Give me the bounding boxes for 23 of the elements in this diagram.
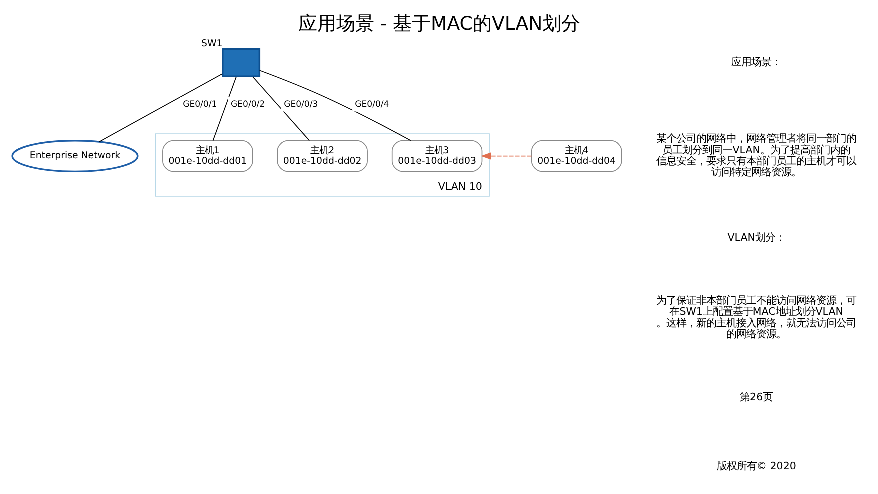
node-ellipse: Enterprise Network: [11, 140, 138, 173]
label: 某个公司的网络中，网络管理者将同一部门的员工划分到同一VLAN。为了提高部门内的信息安全，要求只有本部门员工的主机才可以访问特定网络资源。: [656, 133, 856, 179]
node-box: 主机4 001e-10dd-dd04: [530, 140, 622, 172]
label: 应用场景：: [731, 56, 782, 69]
connector: [212, 76, 236, 142]
node-box: 主机2 001e-10dd-dd02: [276, 140, 368, 172]
connector: [252, 76, 310, 142]
edge-label: GE0/0/4: [354, 100, 389, 110]
node-box: 主机3 001e-10dd-dd03: [391, 140, 482, 172]
label: 第26页: [740, 391, 773, 404]
node-label: SW1: [201, 38, 222, 50]
diagram-title: 应用场景 - 基于MAC的VLAN划分: [298, 14, 580, 36]
edge-label: GE0/0/2: [230, 100, 265, 110]
node-box: 主机1 001e-10dd-dd01: [162, 140, 253, 172]
label: 为了保证非本部门员工不能访问网络资源，可在SW1上配置基于MAC地址划分VLAN。这样，新的主机接入网络，就无法访问公司的网络资源。: [656, 295, 856, 340]
edge-label: GE0/0/3: [284, 100, 318, 110]
connector: [258, 70, 411, 142]
label: VLAN划分：: [727, 232, 785, 244]
connector: [98, 74, 223, 142]
edge-label: GE0/0/1: [182, 100, 217, 110]
node-box: [222, 48, 260, 78]
arrow: [480, 152, 532, 160]
label: 版权所有© 2020: [716, 460, 796, 473]
